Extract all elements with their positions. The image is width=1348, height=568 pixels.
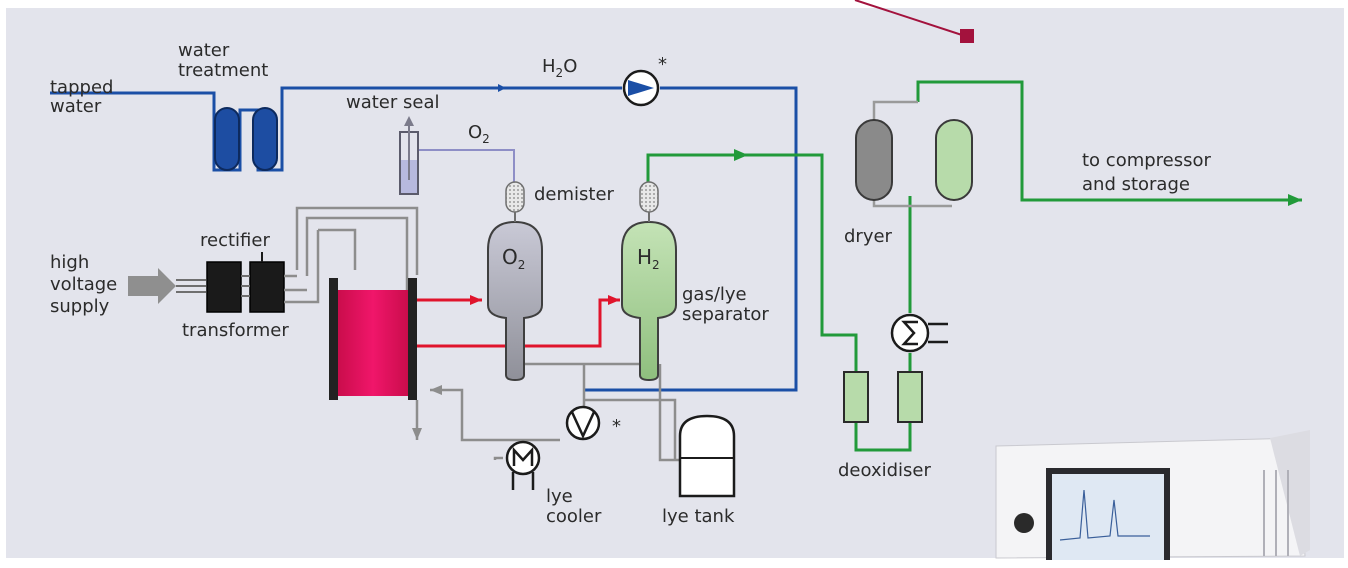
label-lye-cooler-1: lye — [546, 486, 573, 507]
deoxidiser-vessels — [843, 371, 923, 423]
label-water-seal: water seal — [346, 92, 440, 113]
label-pump-star: * — [658, 54, 667, 75]
label-separator-1: gas/lye — [682, 284, 747, 305]
label-dryer: dryer — [844, 226, 893, 247]
label-compressor-1: to compressor — [1082, 150, 1212, 171]
label-rectifier: rectifier — [200, 230, 270, 251]
label-o2-line: O2 — [468, 122, 490, 146]
label-separator-2: separator — [682, 304, 769, 325]
water-seal-vessel — [399, 116, 419, 195]
label-water-treatment-2: treatment — [178, 60, 268, 81]
label-high-voltage-2: voltage — [50, 274, 117, 295]
water-treatment-vessels — [214, 107, 278, 171]
gas-cooler-icon — [890, 313, 948, 353]
label-o2-tank: O2 — [502, 245, 525, 272]
label-high-voltage-1: high — [50, 252, 89, 273]
label-lye-tank: lye tank — [662, 506, 735, 527]
label-compressor-2: and storage — [1082, 174, 1190, 195]
high-voltage-input-arrow — [128, 268, 206, 304]
lye-pump-icon — [565, 405, 601, 441]
label-high-voltage-3: supply — [50, 296, 110, 317]
electrolysis-cell — [329, 278, 417, 400]
gas-analyser-photo — [995, 430, 1310, 560]
label-tapped-water-2: water — [50, 96, 102, 117]
hydrogen-line — [646, 80, 1302, 452]
rectifier-transformer — [206, 252, 320, 313]
label-lye-cooler-2: cooler — [546, 506, 602, 527]
o2-separator — [487, 181, 543, 382]
water-pump-icon — [622, 69, 660, 107]
label-water-treatment-1: water — [178, 40, 230, 61]
lye-cooler-icon — [505, 440, 541, 490]
h2-separator — [621, 181, 677, 382]
label-lye-pump-star: * — [612, 416, 621, 437]
label-demister: demister — [534, 184, 615, 205]
label-h2o: H2O — [542, 56, 577, 80]
label-deoxidiser: deoxidiser — [838, 460, 931, 481]
dryer-vessels — [855, 119, 973, 201]
oxygen-line — [418, 149, 515, 182]
label-tapped-water-1: tapped — [50, 77, 113, 98]
label-h2-tank: H2 — [637, 245, 660, 272]
label-transformer: transformer — [182, 320, 289, 341]
annotation-marker — [854, 0, 974, 43]
lye-tank — [678, 414, 736, 498]
